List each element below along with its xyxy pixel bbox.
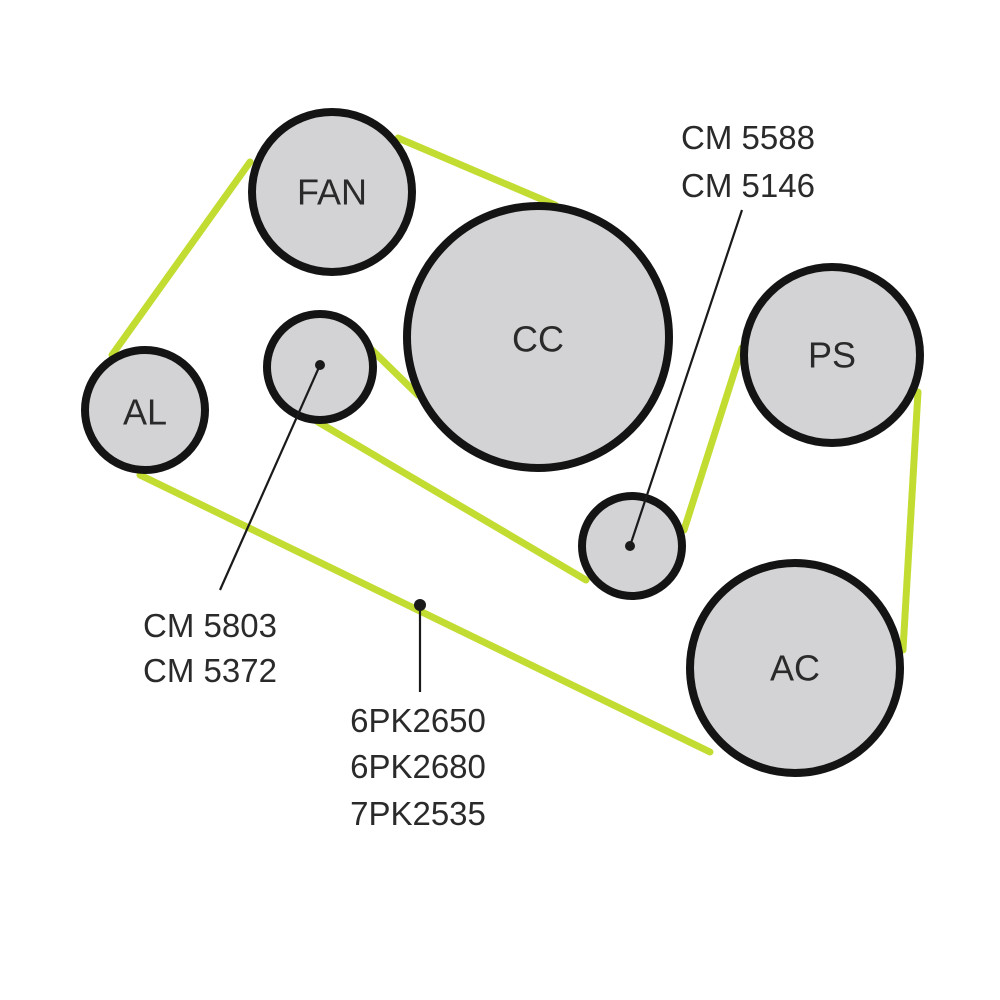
pulley-ac-circle <box>686 559 904 777</box>
leader-idler-top <box>628 209 744 547</box>
callout-belt-line-1: 6PK2650 <box>350 702 486 739</box>
pulley-ps-circle <box>740 263 924 447</box>
callout-idler-left-line-1: CM 5803 <box>143 607 277 644</box>
leader-dot-belt <box>414 599 426 611</box>
pulley-ps-label: PS <box>808 335 856 376</box>
callout-idler-left-line-2: CM 5372 <box>143 652 277 689</box>
leaders <box>218 209 744 692</box>
pulley-al-circle <box>81 346 209 474</box>
callout-idler-top: CM 5588 CM 5146 <box>681 119 815 204</box>
leader-dot-idler-left <box>315 360 325 370</box>
pulley-fan-label: FAN <box>297 172 367 213</box>
belt-segment-ac-al <box>136 471 714 756</box>
pulley-cc-circle <box>403 202 673 472</box>
belt-segment-idler-small <box>314 418 590 584</box>
belt-segment-small-ps <box>680 344 746 534</box>
belt-segment-ps-ac <box>899 388 922 654</box>
callout-idler-left: CM 5803 CM 5372 <box>143 607 277 689</box>
belt-segment-idler-cc <box>368 346 422 399</box>
callout-belt: 6PK2650 6PK2680 7PK2535 <box>350 702 486 832</box>
pulley-ac: AC <box>686 559 904 777</box>
pulley-fan: FAN <box>248 108 416 276</box>
pulley-cc: CC <box>403 202 673 472</box>
belt-segment-fan-cc <box>394 134 559 209</box>
pulley-fan-circle <box>248 108 416 276</box>
pulley-cc-label: CC <box>512 319 564 360</box>
callout-idler-top-line-2: CM 5146 <box>681 167 815 204</box>
leader-dot-idler-small <box>625 541 635 551</box>
belt-segment-al-fan <box>108 158 254 359</box>
pulley-al-label: AL <box>123 392 167 433</box>
pulley-ps: PS <box>740 263 924 447</box>
drive-belt <box>108 134 922 756</box>
pulley-al: AL <box>81 346 209 474</box>
callout-belt-line-3: 7PK2535 <box>350 795 486 832</box>
leader-idler-left <box>218 364 322 591</box>
callout-belt-line-2: 6PK2680 <box>350 748 486 785</box>
callout-idler-top-line-1: CM 5588 <box>681 119 815 156</box>
pulley-ac-label: AC <box>770 648 820 689</box>
